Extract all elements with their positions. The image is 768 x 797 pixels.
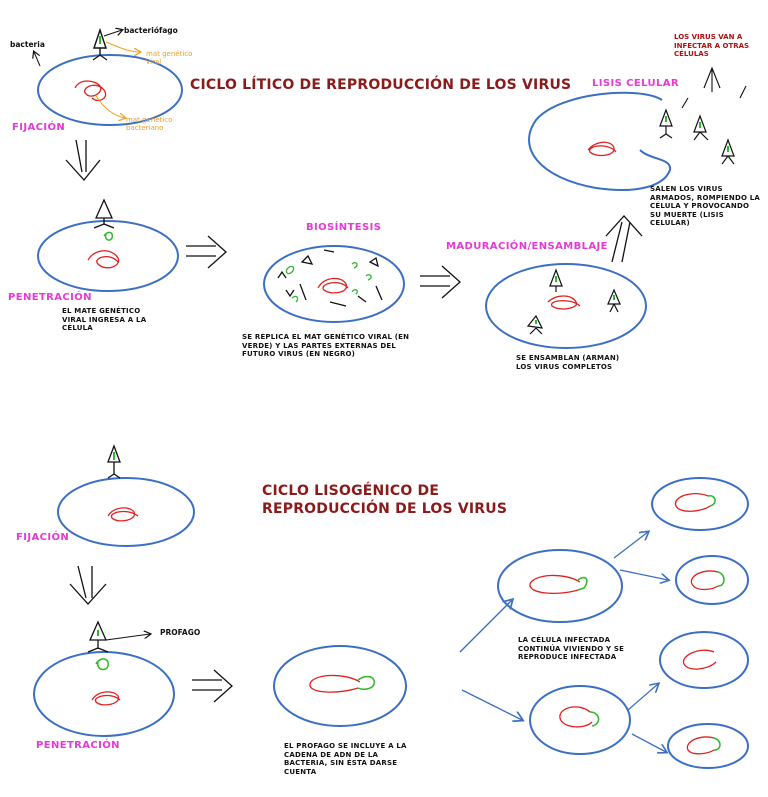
lytic-up-arrow — [605, 215, 643, 263]
lyso-gen2-cell-1 — [651, 477, 749, 531]
viral-parts-icon — [277, 249, 383, 307]
lyso-penetracion-group — [33, 620, 175, 737]
lytic-fijacion-cell — [37, 54, 183, 126]
lyso-penetracion-cell — [33, 651, 175, 737]
bacterial-dna-icon — [309, 674, 361, 693]
bacterial-dna-icon — [317, 277, 349, 294]
lyso-daughter-cell-1 — [497, 549, 623, 623]
bacterial-dna-icon — [547, 295, 581, 310]
label-mat-bacteriano: mat genético bacteriano — [126, 116, 173, 132]
label-profago: PROFAGO — [160, 628, 201, 637]
lyso-infected-note: LA CÉLULA INFECTADA CONTINÚA VIVIENDO Y … — [518, 636, 625, 661]
lytic-penetracion-label: PENETRACIÓN — [8, 292, 92, 303]
lyso-gen2-cell-4 — [667, 723, 749, 769]
lyso-profago-note: EL PROFAGO SE INCLUYE A LA CADENA DE ADN… — [284, 742, 407, 776]
released-virus-icon — [659, 108, 735, 165]
lysed-cell-outline — [528, 91, 672, 191]
lyso-daughter-cell-2 — [529, 685, 631, 755]
division-arrow-down — [461, 689, 522, 720]
gen-arrow-2 — [619, 569, 668, 580]
lytic-biosintesis-group — [263, 245, 405, 323]
lytic-lisis-note: SALEN LOS VIRUS ARMADOS, ROMPIENDO LA CÉ… — [650, 185, 761, 227]
lytic-title: CICLO LÍTICO DE REPRODUCCIÓN DE LOS VIRU… — [190, 77, 572, 93]
lyso-fijacion-group — [57, 444, 195, 547]
lyso-right-arrow — [192, 669, 233, 703]
lytic-fijacion-group — [34, 27, 183, 126]
lyso-gen2-cell-3 — [659, 631, 749, 689]
lytic-lisis-group — [528, 66, 747, 191]
label-bacteria: bacteria — [10, 40, 45, 49]
outward-arrows — [681, 66, 747, 109]
lytic-down-arrow — [65, 139, 101, 182]
lyso-fijacion-label: FIJACIÓN — [16, 532, 70, 543]
prophage-dna-icon — [357, 675, 375, 690]
gen-arrow-4 — [631, 733, 666, 752]
bacterial-dna-icon — [107, 507, 139, 522]
lyso-gen2-cell-2 — [675, 555, 749, 605]
lyso-profago-cell — [273, 645, 407, 727]
lytic-penetracion-cell — [37, 220, 179, 292]
lytic-penetracion-group — [37, 198, 179, 292]
bacteriophage-icon — [107, 444, 121, 479]
lytic-maduracion-group — [485, 263, 647, 349]
lyso-penetracion-label: PENETRACIÓN — [36, 740, 120, 751]
lytic-maduracion-note: SE ENSAMBLAN (ARMAN) LOS VIRUS COMPLETOS — [516, 354, 620, 371]
viral-dna-icon — [95, 658, 109, 671]
lytic-biosintesis-cell — [263, 245, 405, 323]
lytic-fijacion-label: FIJACIÓN — [12, 122, 66, 133]
lytic-biosintesis-note: SE REPLICA EL MAT GENÉTICO VIRAL (EN VER… — [242, 333, 410, 358]
bacterial-dna-icon — [91, 691, 121, 706]
viral-dna-icon — [103, 231, 114, 241]
lytic-maduracion-label: MADURACIÓN/ENSAMBLAJE — [446, 241, 608, 252]
lytic-right-arrow-2 — [420, 265, 461, 299]
lyso-fijacion-cell — [57, 477, 195, 547]
assembled-virus-icon — [526, 268, 621, 335]
lyso-profago-cell-group — [273, 645, 407, 727]
bacteriophage-icon — [92, 27, 108, 61]
lytic-right-arrow-1 — [186, 235, 227, 269]
lytic-infect-note: LOS VIRUS VAN A INFECTAR A OTRAS CÉLULAS — [674, 33, 750, 58]
lyso-title: CICLO LISOGÉNICO DE REPRODUCCIÓN DE LOS … — [262, 483, 508, 517]
empty-capsid-icon — [87, 620, 109, 653]
lyso-down-arrow — [69, 565, 107, 605]
empty-capsid-icon — [93, 198, 115, 229]
gen-arrow-3 — [627, 684, 658, 711]
lytic-lisis-label: LISIS CELULAR — [592, 78, 680, 89]
lytic-maduracion-cell — [485, 263, 647, 349]
division-arrow-up — [459, 600, 512, 653]
label-bacteriofago: bacteriófago — [124, 26, 178, 35]
bacterial-dna-icon — [87, 250, 120, 269]
lytic-penetracion-note: EL MATE GENÉTICO VIRAL INGRESA A LA CÉLU… — [62, 307, 147, 332]
gen-arrow-1 — [613, 532, 648, 559]
bacterial-dna-icon — [587, 141, 617, 157]
lytic-biosintesis-label: BIOSÍNTESIS — [306, 222, 382, 233]
label-mat-viral: mat genético viral — [146, 50, 193, 66]
bacterial-dna-icon — [74, 80, 107, 102]
